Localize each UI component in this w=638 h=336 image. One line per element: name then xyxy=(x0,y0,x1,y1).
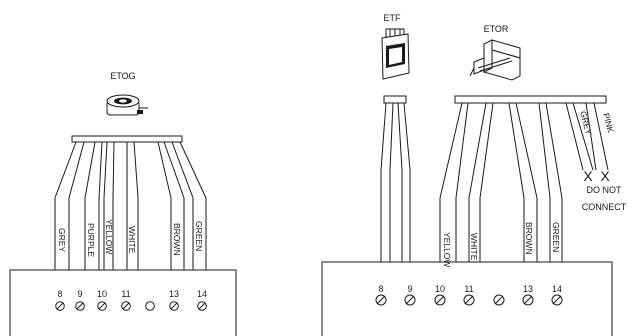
wire-label: GREY xyxy=(57,228,67,252)
unconnected-wire-labels: GREY PINK xyxy=(578,110,616,136)
etf-etor-terminal-slots xyxy=(375,294,563,306)
wire-label: BROWN xyxy=(172,223,182,256)
etog-sensor-icon xyxy=(106,94,148,116)
etog-wire-labels: GREY PURPLE YELLOW WHITE BROWN GREEN xyxy=(57,219,204,257)
terminal-number: 11 xyxy=(464,284,473,294)
etf-label: ETF xyxy=(384,13,402,23)
screw-terminal-icon xyxy=(97,301,107,311)
screw-terminal-icon xyxy=(463,294,475,306)
etog-wires xyxy=(54,141,207,270)
etor-wire-labels: YELLOW WHITE BROWN GREEN xyxy=(442,222,561,267)
etog-label: ETOG xyxy=(110,71,135,81)
wire-label: PURPLE xyxy=(86,223,96,257)
wire-label: GREY xyxy=(578,110,594,136)
etf-etor-terminal-block xyxy=(321,261,613,336)
screw-terminal-icon xyxy=(404,294,416,306)
wire-label: WHITE xyxy=(469,233,479,261)
etog-cable-gland xyxy=(71,135,183,143)
screw-terminal-icon xyxy=(121,301,131,311)
wire-label: BROWN xyxy=(524,222,534,255)
etf-etor-terminal-numbers: 8 9 10 11 13 14 xyxy=(378,284,562,294)
unconnected-wires xyxy=(565,102,609,171)
screw-terminal-icon xyxy=(375,294,387,306)
terminal-number: 8 xyxy=(378,284,383,294)
etf-sensor-icon xyxy=(381,28,410,80)
do-not-connect-markers: X X xyxy=(583,168,610,184)
x-marker-icon: X xyxy=(583,168,593,184)
etor-wires xyxy=(439,102,563,262)
etog-terminal-numbers: 8 9 10 11 13 14 xyxy=(57,289,207,299)
etog-terminal-screws xyxy=(55,301,207,311)
terminal-number: 9 xyxy=(407,284,412,294)
etog-terminal-block xyxy=(9,269,237,336)
etor-sensor-icon xyxy=(469,39,521,81)
terminal-number: 14 xyxy=(552,284,562,294)
do-not-connect-note: CONNECT xyxy=(582,202,627,212)
wire-label: YELLOW xyxy=(442,232,452,267)
wire-label: PINK xyxy=(601,112,616,134)
screw-terminal-icon xyxy=(493,294,505,306)
terminal-number: 11 xyxy=(121,289,130,299)
screw-terminal-icon xyxy=(551,294,563,306)
screw-terminal-icon xyxy=(522,294,534,306)
etor-cable-gland xyxy=(454,95,607,104)
terminal-number: 13 xyxy=(523,284,533,294)
empty-terminal-icon xyxy=(145,301,155,311)
screw-terminal-icon xyxy=(75,301,85,311)
do-not-connect-note: DO NOT xyxy=(587,185,623,195)
etor-label: ETOR xyxy=(484,24,509,34)
terminal-number: 9 xyxy=(77,289,82,299)
wire-label: GREEN xyxy=(194,221,204,251)
wire-label: YELLOW xyxy=(104,219,114,254)
terminal-number: 14 xyxy=(197,289,207,299)
terminal-number: 8 xyxy=(57,289,62,299)
terminal-number: 13 xyxy=(169,289,179,299)
screw-terminal-icon xyxy=(169,301,179,311)
terminal-number: 10 xyxy=(435,284,445,294)
screw-terminal-icon xyxy=(55,301,65,311)
etf-wires xyxy=(380,102,411,262)
screw-terminal-icon xyxy=(197,301,207,311)
terminal-number: 10 xyxy=(97,289,107,299)
wire-label: GREEN xyxy=(551,222,561,252)
x-marker-icon: X xyxy=(600,168,610,184)
etf-cable-gland xyxy=(383,95,407,104)
wire-label: WHITE xyxy=(127,226,137,254)
screw-terminal-icon xyxy=(434,294,446,306)
